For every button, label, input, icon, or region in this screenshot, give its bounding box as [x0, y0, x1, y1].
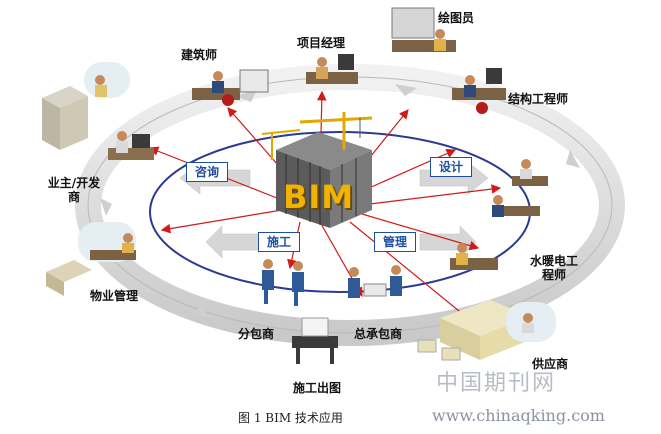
- label-supplier: 供应商: [532, 357, 569, 371]
- bim-center-label: BIM: [283, 178, 355, 216]
- workstation-icon: [391, 7, 456, 52]
- workstation-icon: [450, 243, 498, 270]
- label-architect: 建筑师: [181, 48, 218, 62]
- phase-management-box: 管理: [374, 232, 417, 252]
- workstation-icon: [192, 69, 269, 106]
- ring-arrow-icon: [395, 84, 417, 96]
- watermark-url: www.chinaqking.com: [432, 406, 605, 425]
- label-structural-engineer: 结构工程师: [508, 92, 569, 106]
- label-draftsman: 绘图员: [438, 11, 475, 25]
- label-general-contractor: 总承包商: [354, 327, 403, 341]
- worker-figures-icon: [262, 259, 304, 306]
- ring-arrow-icon: [100, 198, 112, 216]
- bim-building-icon: [261, 112, 373, 228]
- office-tower-icon: [42, 62, 130, 150]
- ring-arrow-icon: [235, 90, 257, 102]
- ring-arrow-icon: [542, 290, 560, 302]
- workstation-icon: [452, 68, 506, 114]
- ring-arrow-icon: [566, 150, 580, 168]
- watermark-cn: 中国期刊网: [436, 371, 557, 396]
- phase-construction-box: 施工: [258, 232, 301, 252]
- worker-figures-icon: [348, 265, 402, 298]
- supplier-icon: [417, 300, 556, 361]
- label-subcontractor: 分包商: [238, 327, 275, 341]
- plotter-icon: [292, 317, 338, 364]
- stakeholder-figures: [42, 7, 556, 364]
- figure-caption: 图 1 BIM 技术应用: [238, 411, 343, 425]
- workstation-icon: [306, 54, 358, 84]
- workstation-icon: [46, 222, 136, 296]
- label-mep-engineer: 水暖电工程师: [529, 254, 578, 282]
- label-owner-developer: 业主/开发商: [47, 176, 101, 204]
- phase-consult-box: 咨询: [186, 162, 229, 182]
- label-project-manager: 项目经理: [297, 36, 346, 50]
- ring-arrow-icon: [190, 306, 210, 318]
- label-construction-drawing: 施工出图: [293, 381, 342, 395]
- label-property-management: 物业管理: [90, 289, 139, 303]
- workstation-icon: [108, 131, 154, 160]
- workstation-icon: [492, 159, 548, 217]
- phase-design-box: 设计: [430, 157, 473, 177]
